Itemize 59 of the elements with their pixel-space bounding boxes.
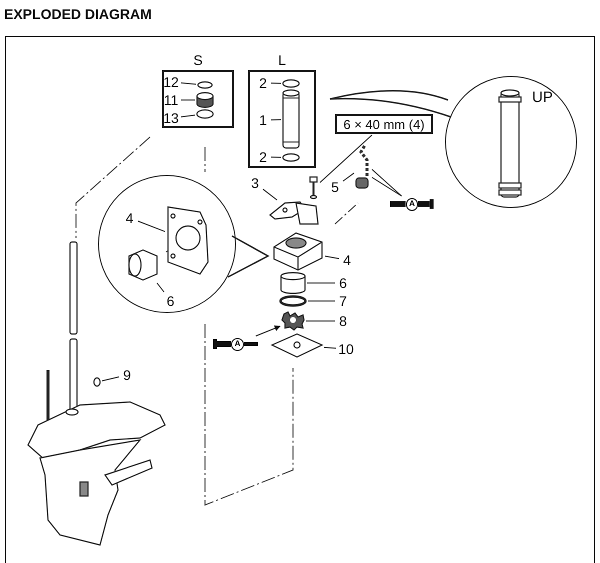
magnified-view-circle [445, 76, 577, 208]
callout-number: 8 [336, 313, 350, 329]
magnified-view-circle [98, 175, 236, 313]
diagram-title: EXPLODED DIAGRAM [4, 6, 152, 22]
callout-number: 10 [337, 341, 355, 357]
leader-line [372, 168, 402, 196]
leader-line [306, 320, 336, 322]
leader-line [342, 172, 354, 182]
water-tube-drawing [282, 89, 300, 150]
leader-line [138, 220, 166, 232]
leader-line [270, 119, 282, 120]
insert-cup-drawing [128, 248, 158, 282]
callout-number: 1 [256, 112, 270, 128]
leader-line [255, 325, 281, 336]
leader-line [324, 256, 340, 260]
impeller-drawing [281, 311, 305, 331]
callout-number: 11 [162, 92, 180, 108]
callout-number: 4 [122, 210, 136, 226]
o-ring-drawing [282, 79, 300, 88]
leader-line [102, 376, 120, 382]
leader-line [270, 82, 282, 84]
callout-number: 12 [162, 74, 180, 90]
callout-number: 9 [120, 367, 134, 383]
plate-drawing [269, 201, 320, 226]
seal-ring-drawing [196, 109, 214, 119]
callout-number: 6 [336, 275, 350, 291]
leader-line [156, 282, 164, 292]
callout-number: 3 [248, 175, 262, 191]
insert-cup-drawing [280, 272, 306, 294]
leader-line [180, 82, 196, 85]
leader-line [324, 346, 336, 349]
nut-drawing [196, 92, 214, 108]
bolt-drawing [309, 176, 319, 200]
pump-housing-drawing [273, 232, 324, 271]
leader-line [372, 176, 402, 196]
callout-number: 6 [164, 292, 178, 308]
callout-number: 7 [336, 293, 350, 309]
box-heading: L [277, 52, 287, 70]
leader-line [308, 300, 336, 302]
callout-number: 13 [162, 110, 180, 126]
o-ring-drawing [282, 153, 300, 162]
callout-number: 2 [256, 149, 270, 165]
leader-line [320, 134, 372, 184]
seal-ring-drawing [197, 81, 213, 89]
leader-line [270, 156, 282, 158]
o-ring-drawing [93, 377, 101, 387]
o-ring-drawing [279, 295, 307, 307]
outer-plate-drawing [271, 333, 323, 358]
leader-line [180, 114, 196, 118]
box-heading: S [192, 52, 204, 70]
specification-box: 6 × 40 mm (4) [335, 114, 433, 134]
hose-fitting-drawing [355, 143, 371, 190]
callout-number: 2 [256, 75, 270, 91]
leader-line [262, 188, 278, 200]
callout-number: 5 [328, 179, 342, 195]
housing-drawing [166, 204, 210, 276]
leader-line [306, 282, 336, 284]
callout-number: 4 [340, 252, 354, 268]
orientation-label: UP [532, 89, 553, 106]
